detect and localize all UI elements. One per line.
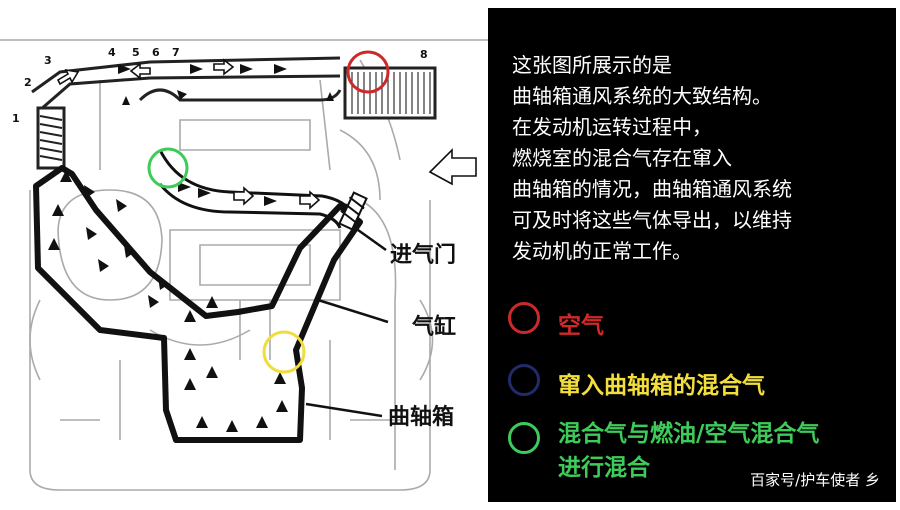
legend-mix-label-line2: 进行混合	[558, 455, 650, 481]
callout-2: 2	[24, 76, 32, 89]
legend-air-label: 空气	[558, 313, 604, 339]
legend-mix-label-line1: 混合气与燃油/空气混合气	[558, 421, 820, 447]
description-line: 曲轴箱的情况，曲轴箱通风系统	[512, 177, 792, 201]
callout-3: 3	[44, 54, 52, 67]
pcv-valve	[338, 191, 368, 231]
description-line: 在发动机运转过程中，	[512, 115, 712, 139]
air-filter	[343, 66, 437, 120]
label-intake-valve: 进气门	[390, 242, 456, 268]
flow-arrows-white	[56, 58, 477, 210]
mixing-highlight-circle	[147, 147, 189, 189]
flow-arrows-black	[48, 64, 334, 432]
legend-air-ring	[508, 302, 540, 334]
callout-7: 7	[172, 46, 180, 59]
label-leaders	[305, 228, 389, 418]
info-panel: 这张图所展示的是 曲轴箱通风系统的大致结构。 在发动机运转过程中， 燃烧室的混合…	[488, 8, 896, 502]
callout-8: 8	[420, 48, 428, 61]
legend-blowby-label: 窜入曲轴箱的混合气	[558, 373, 765, 399]
description-text: 这张图所展示的是 曲轴箱通风系统的大致结构。 在发动机运转过程中， 燃烧室的混合…	[512, 50, 792, 267]
description-line: 发动机的正常工作。	[512, 239, 692, 263]
air-highlight-circle	[346, 50, 390, 94]
mixture-channel	[158, 149, 354, 229]
watermark: 百家号/护车使者 乡	[750, 471, 880, 489]
legend-mix-ring	[508, 422, 540, 454]
callout-6: 6	[152, 46, 160, 59]
callout-numbers: 1 2 3 4 5 6 7 8	[12, 46, 428, 125]
callout-1: 1	[12, 112, 20, 125]
callout-5: 5	[132, 46, 140, 59]
label-crankcase: 曲轴箱	[388, 404, 454, 430]
callout-4: 4	[108, 46, 116, 59]
label-cylinder: 气缸	[411, 314, 456, 340]
blowby-highlight-circle	[262, 330, 306, 374]
intake-tube	[31, 56, 342, 112]
description-line: 这张图所展示的是	[512, 53, 672, 77]
description-line: 曲轴箱通风系统的大致结构。	[512, 84, 772, 108]
description-line: 燃烧室的混合气存在窜入	[512, 146, 732, 170]
oil-separator	[36, 106, 66, 170]
crankcase-ventilation-diagram: 1 2 3 4 5 6 7 8 进气门 气缸 曲轴箱	[0, 39, 488, 491]
crankcase-ventilation-path	[33, 165, 363, 443]
legend-blowby-ring	[508, 364, 540, 396]
description-line: 可及时将这些气体导出，以维持	[512, 208, 792, 232]
